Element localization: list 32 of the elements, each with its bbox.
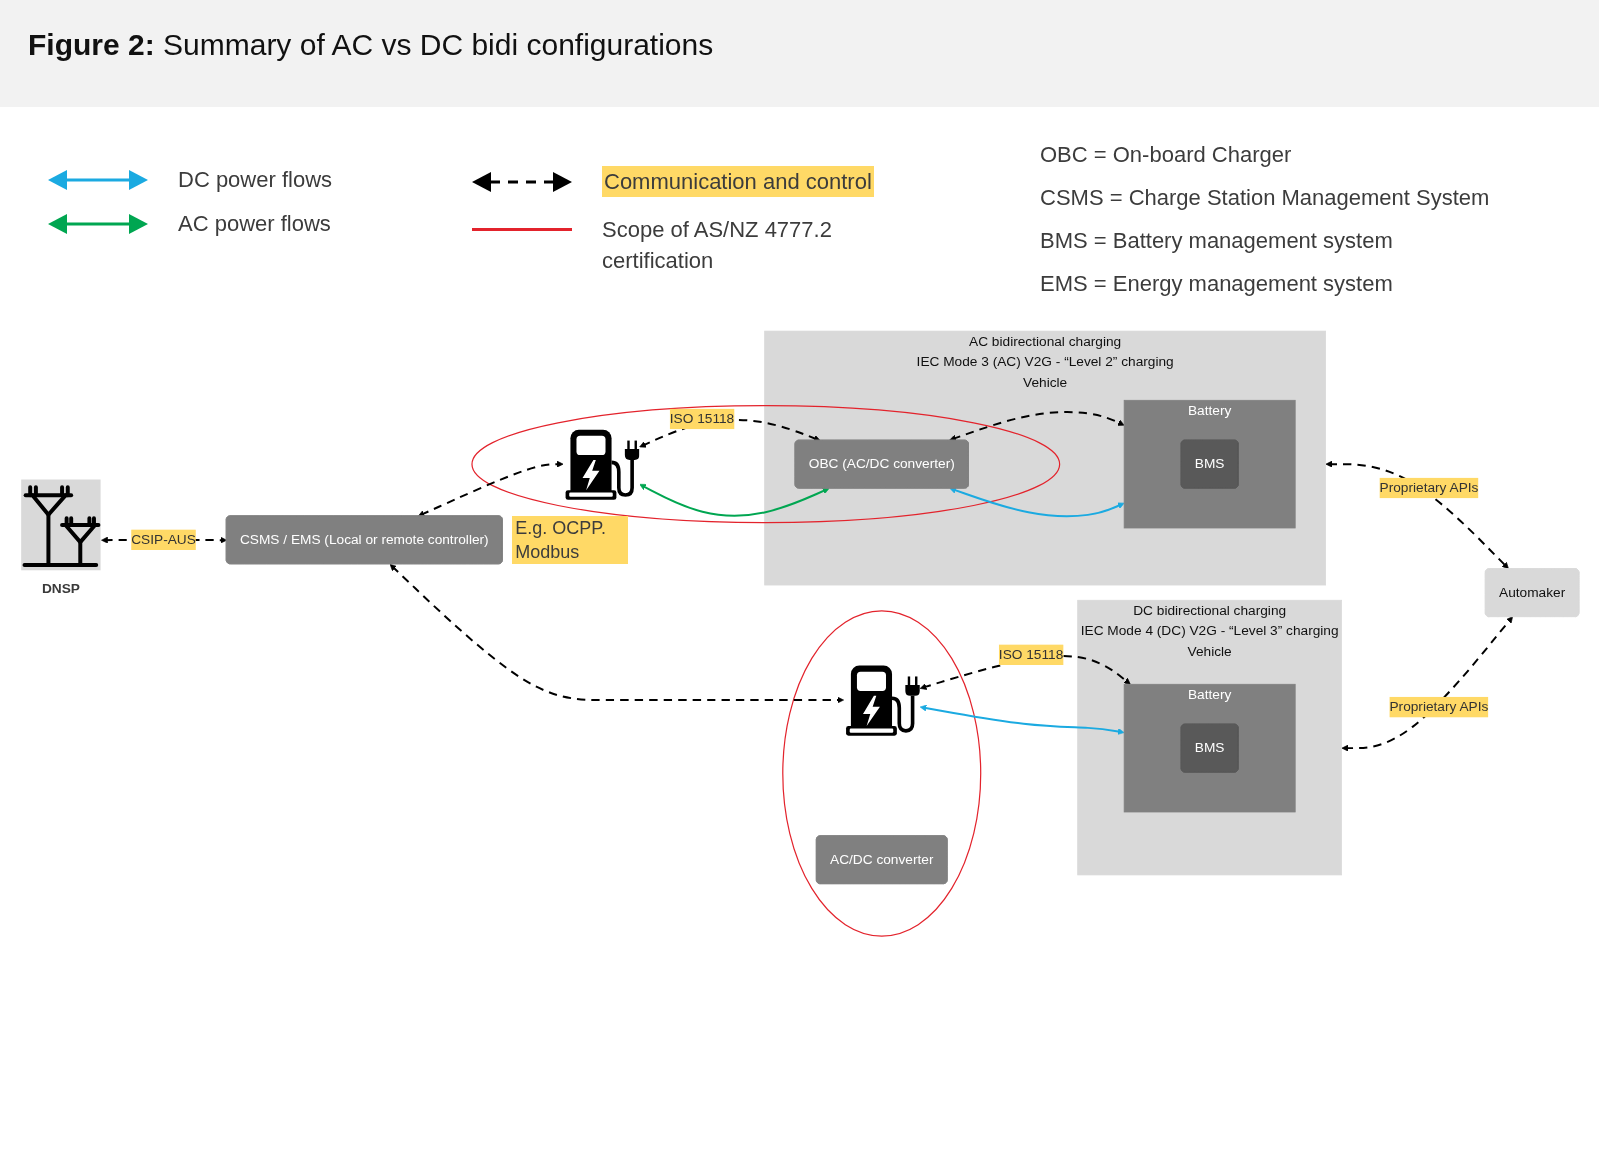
process-box: OBC (AC/DC converter): [794, 439, 969, 489]
process-box: CSMS / EMS (Local or remote controller): [225, 515, 503, 565]
arrow: [418, 460, 564, 517]
abbreviation-text: OBC = On-board Charger: [1040, 141, 1293, 169]
figure-title: Figure 2: Summary of AC vs DC bidi configurations: [28, 28, 714, 62]
arrow: [1341, 616, 1513, 752]
process-box: BMS: [1180, 723, 1239, 773]
edge-label: Proprietary APIs: [1389, 699, 1489, 715]
legend-text: Scope of AS/NZ 4777.2 certification: [602, 216, 833, 275]
arrow: [949, 487, 1125, 518]
protocol-label: E.g. OCPP. Modbus: [512, 515, 629, 564]
abbreviation-text: EMS = Energy management system: [1040, 270, 1394, 298]
edge-label: Proprietary APIs: [1379, 480, 1479, 496]
process-box: Automaker: [1484, 568, 1580, 617]
edge-label: ISO 15118: [998, 646, 1064, 663]
edge-label: ISO 15118: [669, 410, 735, 427]
edge-label: CSIP-AUS: [131, 531, 196, 548]
process-box: AC/DC converter: [815, 835, 948, 885]
arrow: [1325, 460, 1509, 569]
arrow: [389, 564, 844, 704]
arrow: [639, 483, 830, 517]
node-label: DNSP: [41, 580, 80, 596]
abbreviation-text: BMS = Battery management system: [1040, 227, 1394, 255]
charging-station-icon: [563, 427, 640, 501]
legend-text: Communication and control: [602, 166, 874, 197]
abbreviation-text: CSMS = Charge Station Management System: [1040, 184, 1490, 212]
legend-text: AC power flows: [178, 210, 331, 238]
legend-text: DC power flows: [178, 166, 333, 194]
arrow: [949, 411, 1125, 442]
arrow: [919, 704, 1125, 735]
charging-station-icon: [843, 663, 920, 737]
process-box: BMS: [1180, 439, 1239, 489]
